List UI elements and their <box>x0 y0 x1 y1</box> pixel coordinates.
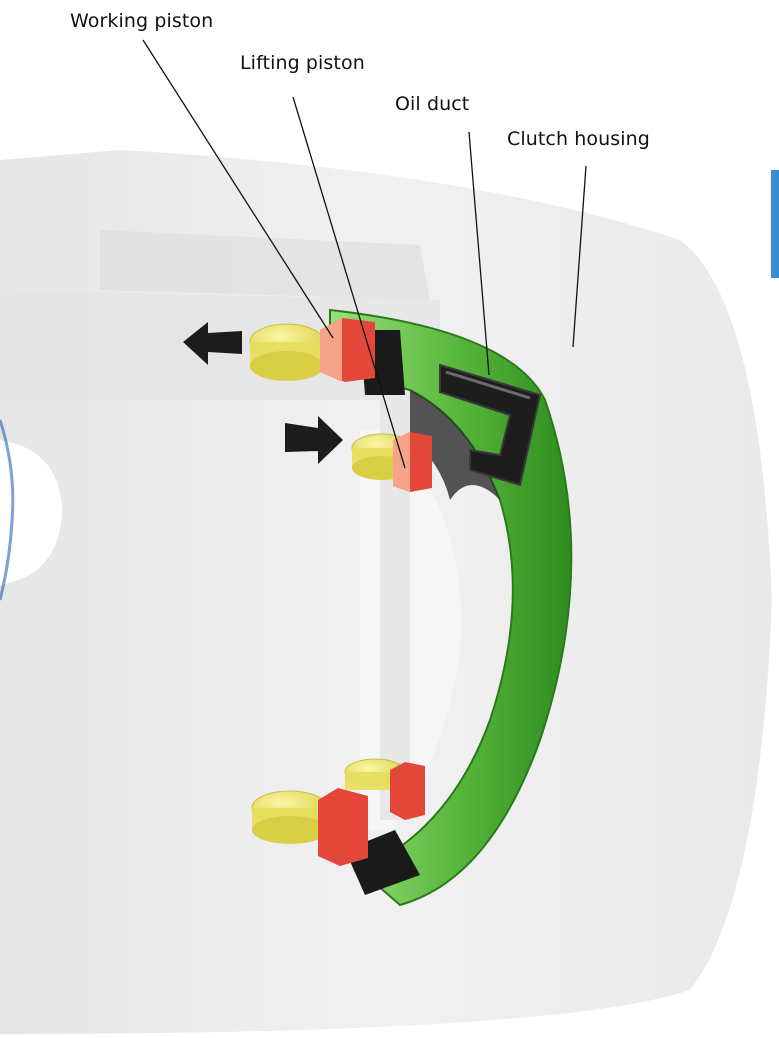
label-clutch-housing: Clutch housing <box>507 128 650 150</box>
label-oil-duct: Oil duct <box>395 93 469 115</box>
label-working-piston: Working piston <box>70 10 213 32</box>
working-piston-lower <box>318 788 368 866</box>
label-lifting-piston: Lifting piston <box>240 52 365 74</box>
side-tab <box>771 170 779 278</box>
spring-bottom-lower-working <box>252 816 328 844</box>
lifting-piston-lower <box>390 762 425 820</box>
spring-bottom-upper-working <box>250 351 324 381</box>
lifting-piston-upper-face <box>393 432 410 492</box>
